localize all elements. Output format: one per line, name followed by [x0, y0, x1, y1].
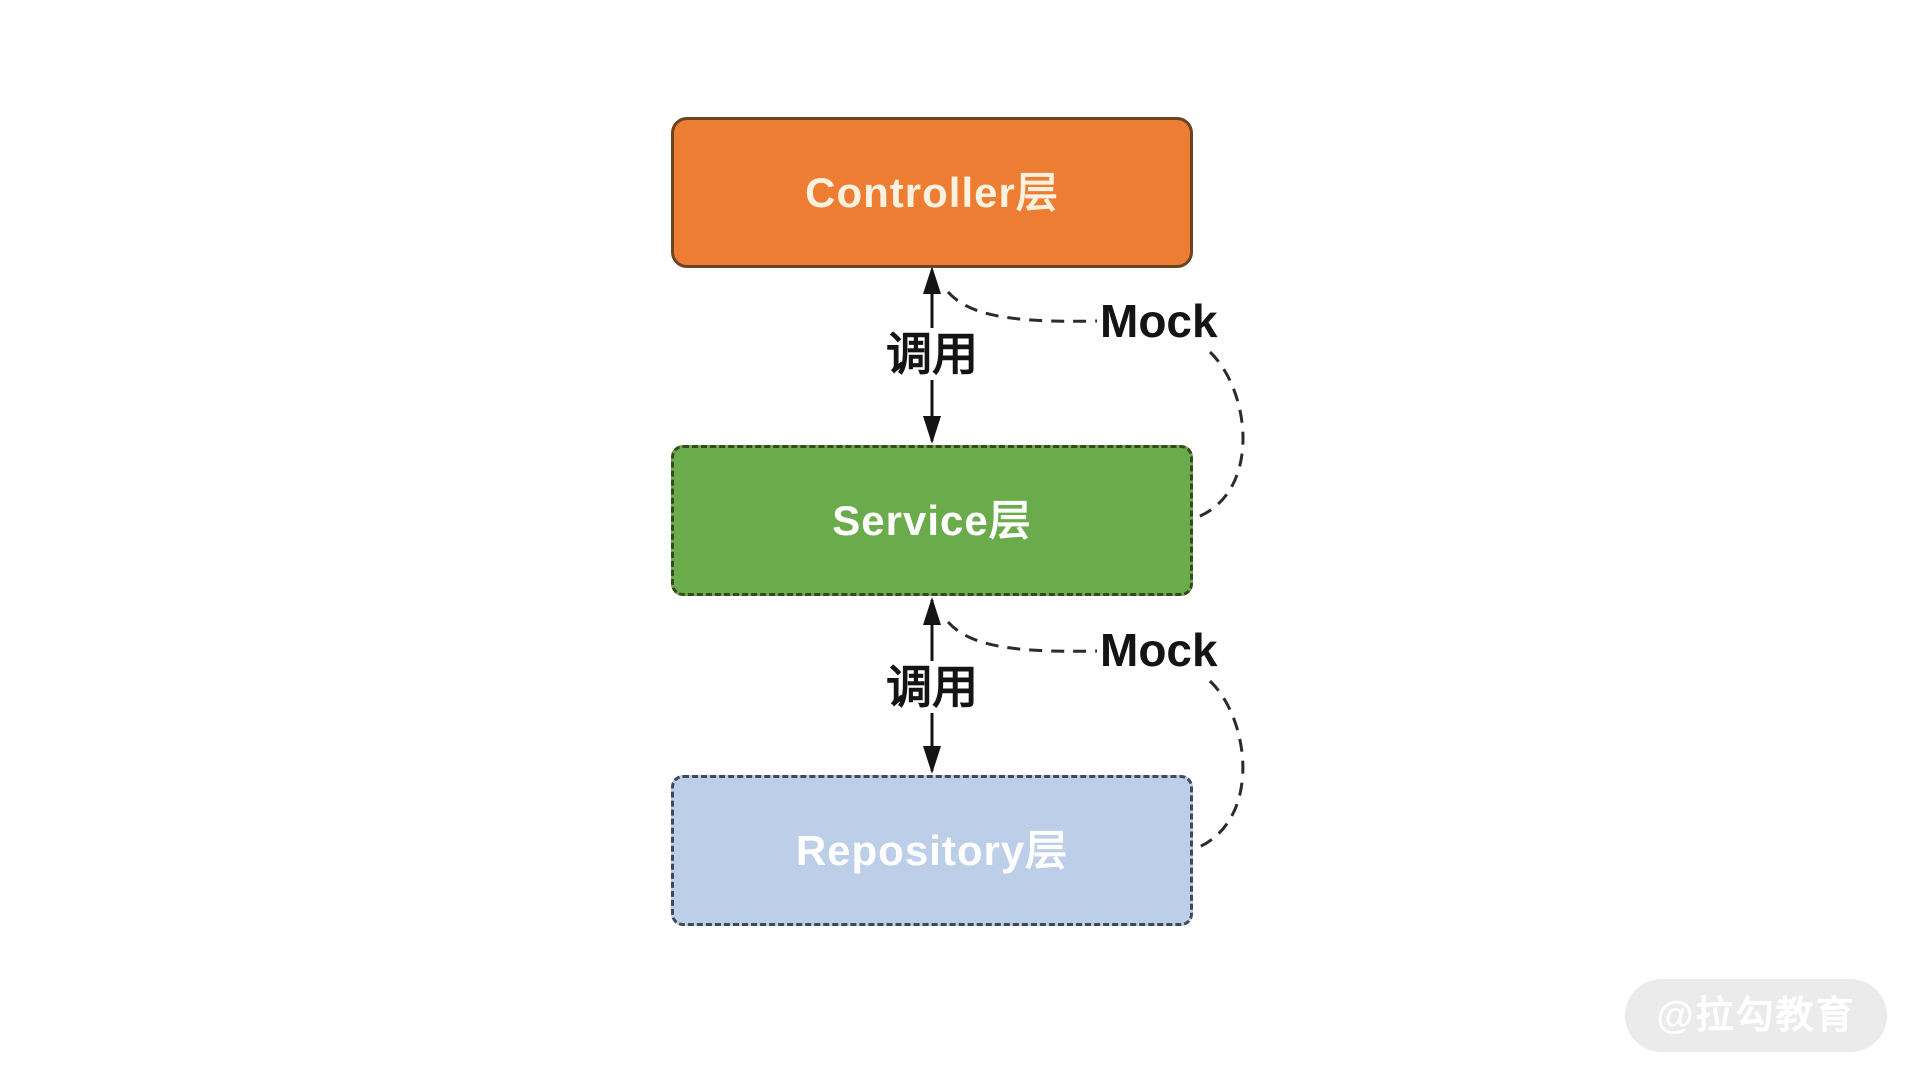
node-repository-label: Repository层: [795, 826, 1069, 874]
arrowhead-up-icon: [923, 266, 941, 294]
node-controller: Controller层: [671, 117, 1193, 268]
node-service-label: Service层: [832, 496, 1032, 544]
watermark-badge: @拉勾教育: [1625, 979, 1887, 1052]
mock-edge-service: [946, 290, 1245, 519]
arrowhead-down-icon: [923, 416, 941, 444]
watermark-text: @拉勾教育: [1656, 994, 1856, 1037]
mock-label-service: Mock: [1100, 295, 1218, 347]
node-controller-label: Controller层: [805, 168, 1059, 216]
call-label-service-repository: 调用: [877, 661, 987, 713]
arrowhead-down-icon: [923, 746, 941, 774]
arrowhead-up-icon: [923, 597, 941, 625]
mock-edge-repository: [946, 620, 1245, 850]
node-service: Service层: [671, 445, 1193, 596]
call-label-controller-service: 调用: [877, 328, 987, 380]
node-repository: Repository层: [671, 775, 1193, 926]
mock-label-repository: Mock: [1100, 624, 1218, 676]
